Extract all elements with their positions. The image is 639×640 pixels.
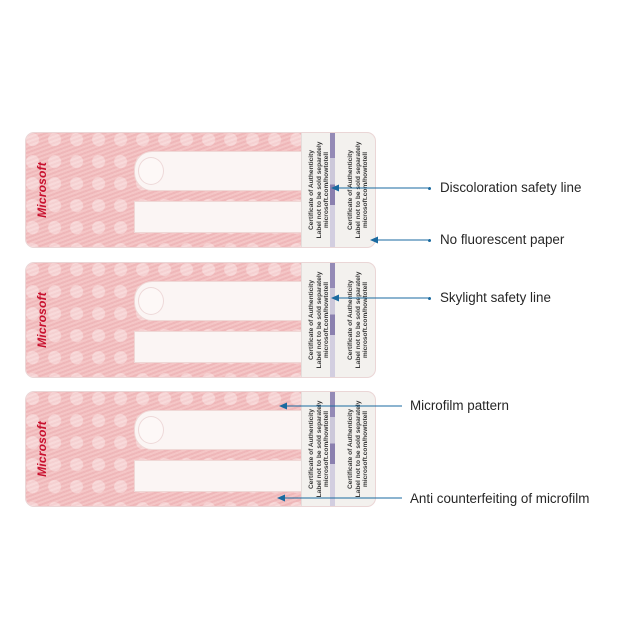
coa-label-3: Microsoft Certificate of Authenticity La…	[26, 392, 375, 506]
authenticity-stub: Certificate of Authenticity Label not to…	[301, 392, 375, 506]
hologram-notch	[138, 287, 164, 315]
safety-line	[330, 392, 335, 506]
key-field	[134, 201, 307, 233]
key-field	[134, 331, 307, 363]
label-skylight: Skylight safety line	[440, 290, 551, 305]
label-no-fluorescent: No fluorescent paper	[440, 232, 565, 247]
label-discoloration: Discoloration safety line	[440, 180, 582, 195]
hologram-notch	[138, 157, 164, 185]
coa-label-2: Microsoft Certificate of Authenticity La…	[26, 263, 375, 377]
callout-dot	[428, 239, 431, 242]
signature-field	[134, 410, 307, 450]
label-anti-counterfeiting: Anti counterfeiting of microfilm	[410, 491, 590, 506]
coa-label-1: Microsoft Certificate of Authenticity La…	[26, 133, 375, 247]
key-field	[134, 460, 307, 492]
safety-line	[330, 263, 335, 377]
callout-dot	[428, 187, 431, 190]
callout-dot	[428, 297, 431, 300]
authenticity-stub: Certificate of Authenticity Label not to…	[301, 263, 375, 377]
label-microfilm-pattern: Microfilm pattern	[410, 398, 509, 413]
hologram-notch	[138, 416, 164, 444]
